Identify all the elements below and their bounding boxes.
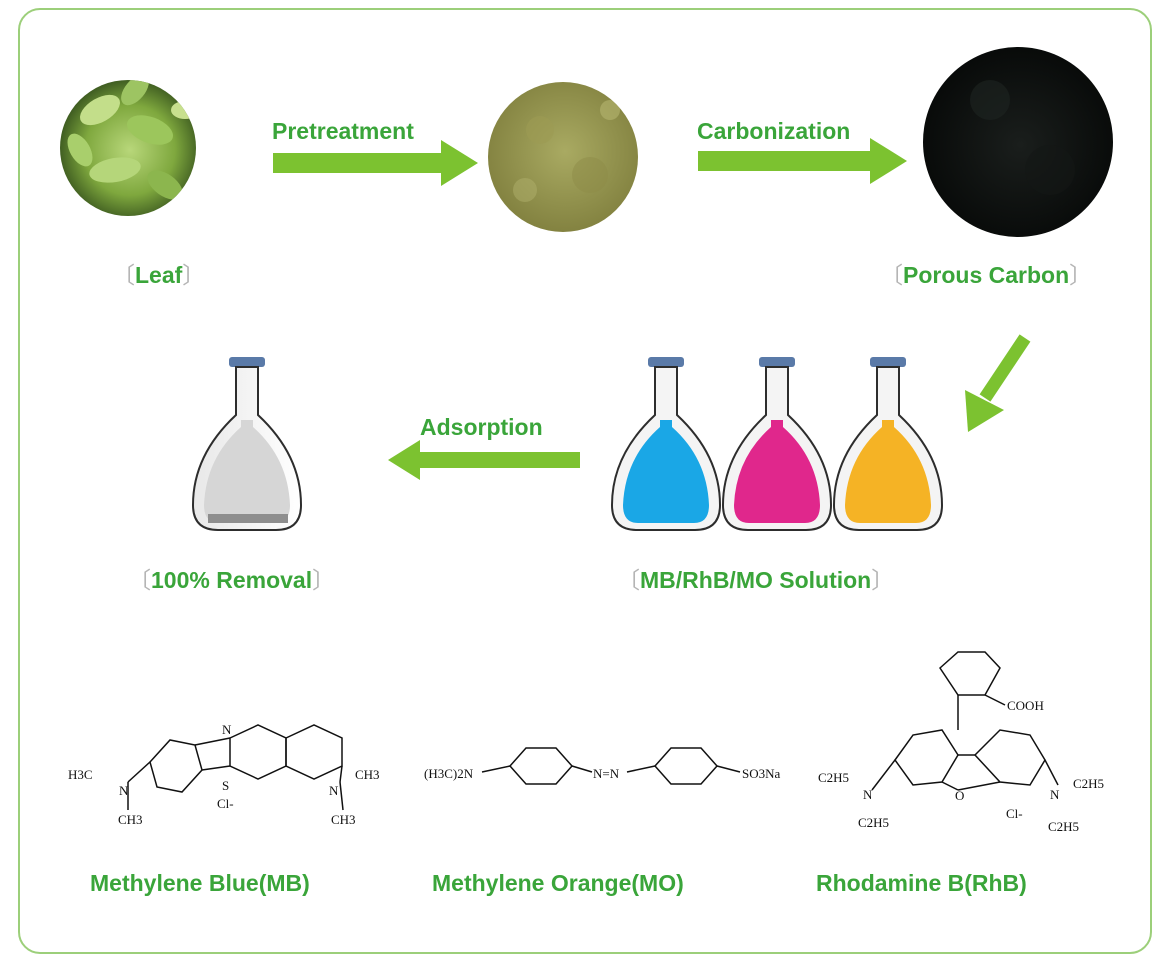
svg-text:Cl-: Cl-: [217, 796, 234, 811]
flask-rhb: [721, 357, 833, 531]
svg-text:N: N: [863, 787, 873, 802]
step-pretreatment: Pretreatment: [272, 118, 414, 144]
leaf-powder-image: [488, 82, 638, 232]
rhb-labels: COOH C2H5 N C2H5 O Cl- N C2H5 C2H5: [818, 698, 1104, 834]
svg-text:C2H5: C2H5: [858, 815, 889, 830]
arrow-diagonal: [965, 334, 1031, 432]
flask-mo: [832, 357, 944, 531]
svg-text:S: S: [222, 778, 229, 793]
svg-text:N: N: [1050, 787, 1060, 802]
svg-text:N=N: N=N: [593, 766, 620, 781]
stage-porous-carbon: 〔Porous Carbon〕: [880, 262, 1093, 288]
mb-labels: H3C N CH3 N S Cl- N CH3 CH3: [68, 722, 380, 827]
rhb-structure: [871, 651, 1059, 791]
step-carbonization: Carbonization: [697, 118, 851, 144]
svg-text:C2H5: C2H5: [1048, 819, 1079, 834]
svg-text:N: N: [119, 783, 129, 798]
mo-structure: [481, 747, 741, 785]
svg-text:O: O: [955, 788, 964, 803]
arrow-carbonization: [698, 138, 907, 184]
svg-text:Cl-: Cl-: [1006, 806, 1023, 821]
molecule-rhb-name: Rhodamine B(RhB): [816, 870, 1027, 896]
stage-removal: 〔100% Removal〕: [128, 567, 336, 593]
svg-text:CH3: CH3: [331, 812, 356, 827]
leaf-image: [60, 80, 196, 216]
stage-solution: 〔MB/RhB/MO Solution〕: [617, 567, 895, 593]
mo-labels: (H3C)2N N=N SO3Na: [424, 766, 781, 781]
stage-leaf: 〔Leaf〕: [112, 262, 206, 288]
svg-text:COOH: COOH: [1007, 698, 1044, 713]
molecule-mb-name: Methylene Blue(MB): [90, 870, 310, 896]
svg-text:H3C: H3C: [68, 767, 93, 782]
flask-removal: [191, 357, 303, 531]
mb-structure: [127, 724, 344, 811]
svg-text:C2H5: C2H5: [818, 770, 849, 785]
arrow-adsorption: [388, 440, 580, 480]
diagram-frame: [18, 8, 1152, 954]
svg-text:C2H5: C2H5: [1073, 776, 1104, 791]
svg-text:N: N: [222, 722, 232, 737]
svg-text:CH3: CH3: [118, 812, 143, 827]
svg-text:SO3Na: SO3Na: [742, 766, 781, 781]
arrow-pretreatment: [273, 140, 478, 186]
svg-text:N: N: [329, 783, 339, 798]
porous-carbon-image: [923, 47, 1113, 237]
flask-mb: [610, 357, 722, 531]
step-adsorption: Adsorption: [420, 414, 543, 440]
molecule-mo-name: Methylene Orange(MO): [432, 870, 684, 896]
svg-text:(H3C)2N: (H3C)2N: [424, 766, 474, 781]
svg-text:CH3: CH3: [355, 767, 380, 782]
